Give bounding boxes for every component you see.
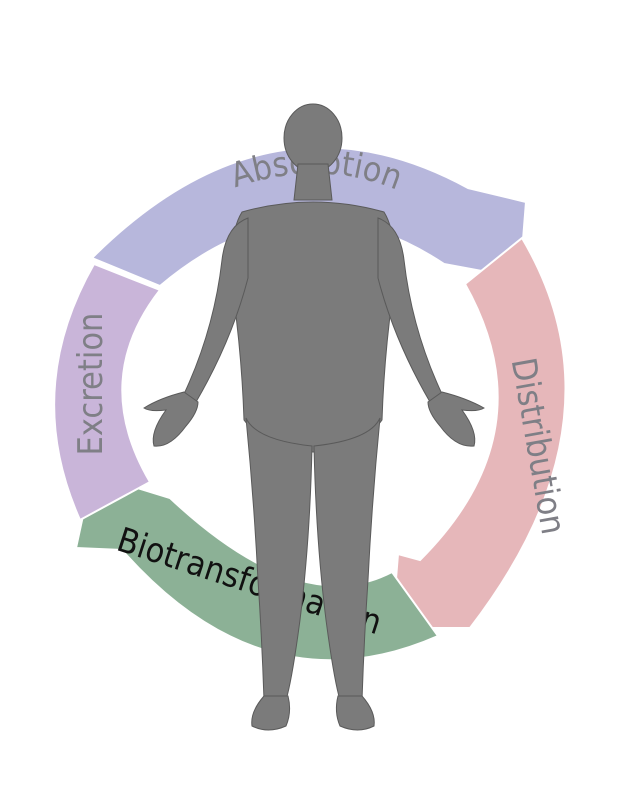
- excretion-arrow: [53, 262, 162, 522]
- neck: [293, 163, 333, 201]
- head: [283, 103, 343, 173]
- torso: [230, 201, 396, 453]
- left-foot: [251, 695, 291, 731]
- excretion-label: Excretion: [71, 313, 111, 456]
- left-hand: [143, 391, 199, 447]
- left-leg: [245, 417, 313, 701]
- right-leg: [313, 417, 381, 701]
- right-hand: [427, 391, 485, 447]
- right-arm: [377, 217, 443, 403]
- human-body-figure: [143, 103, 485, 731]
- left-arm: [183, 217, 249, 403]
- right-foot: [335, 695, 375, 731]
